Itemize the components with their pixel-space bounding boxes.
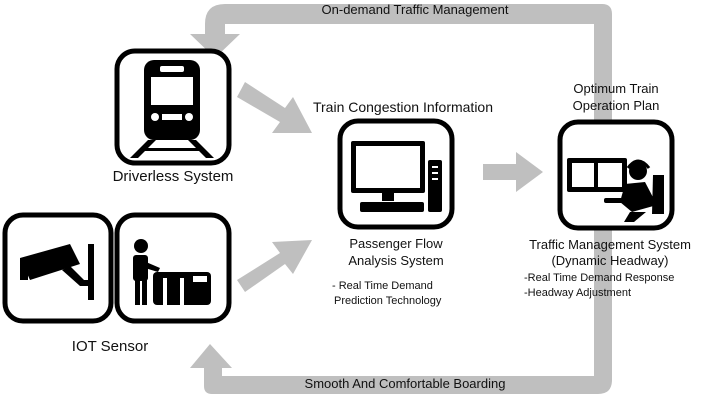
arrow-driverless-to-analysis [237,82,312,133]
analysis-note-line1: - Real Time Demand [332,280,433,292]
bottom-loop-label: Smooth And Comfortable Boarding [304,376,506,391]
train-icon [130,60,214,158]
congestion-label: Train Congestion Information [312,99,494,115]
traffic-label-line1: Traffic Management System [529,237,691,252]
driverless-box [114,48,232,166]
ticket-gate-icon [133,239,211,305]
driverless-label: Driverless System [112,168,234,185]
arrow-analysis-to-traffic [483,152,543,192]
traffic-bullet-1: -Real Time Demand Response [524,272,675,284]
analysis-note-line2: Prediction Technology [334,295,442,307]
top-loop-label: On-demand Traffic Management [321,2,509,17]
computer-icon [351,141,442,212]
plan-label-line1: Optimum Train [573,81,659,96]
analysis-label-line1: Passenger Flow [349,236,443,251]
arrow-iot-to-analysis [237,240,312,292]
traffic-label-line2: (Dynamic Headway) [551,253,669,268]
bottom-loop-arrow [190,344,612,394]
camera-box [2,212,114,324]
plan-label-line2: Operation Plan [572,98,660,113]
analysis-label-line2: Analysis System [348,253,444,268]
top-loop-arrow [190,4,612,362]
iot-label: IOT Sensor [71,338,149,355]
analysis-box [337,118,455,230]
traffic-bullet-2: -Headway Adjustment [524,287,631,299]
security-camera-icon [20,244,94,300]
traffic-box [557,119,675,231]
gate-box [114,212,232,324]
operator-icon [567,158,664,222]
